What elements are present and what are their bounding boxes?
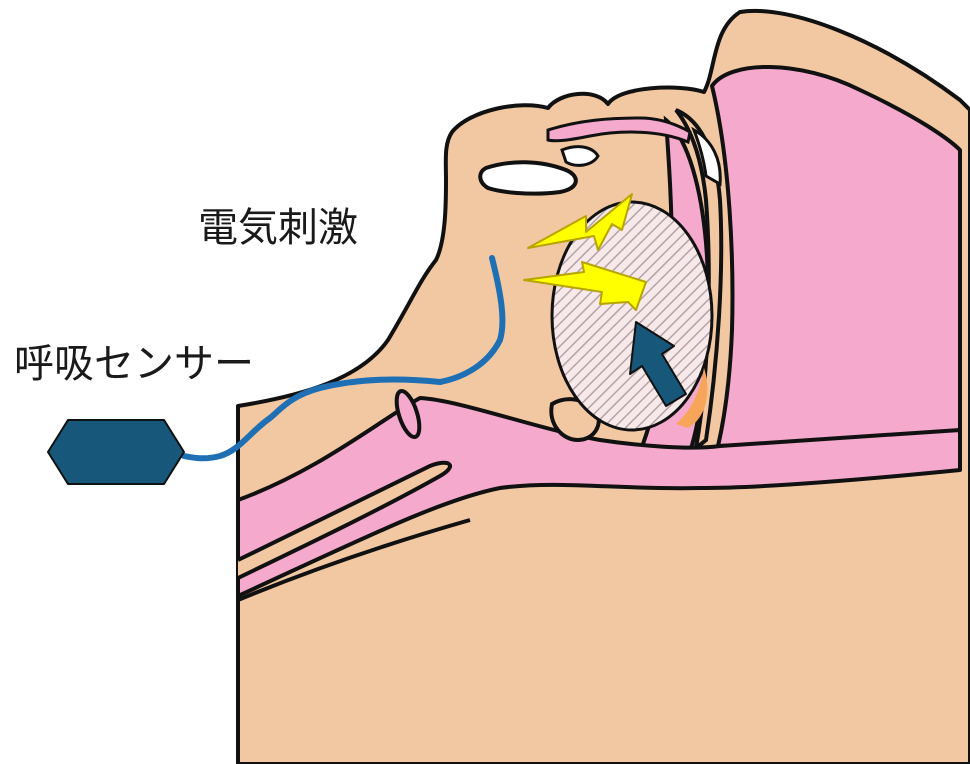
upper-teeth [480,162,576,193]
nasopharynx-tissue [712,67,960,446]
incisor [562,147,598,166]
respiration-sensor-label: 呼吸センサー [14,344,254,384]
hexagon-device-icon [48,420,184,484]
electrical-stimulation-label: 電気刺激 [198,208,358,248]
